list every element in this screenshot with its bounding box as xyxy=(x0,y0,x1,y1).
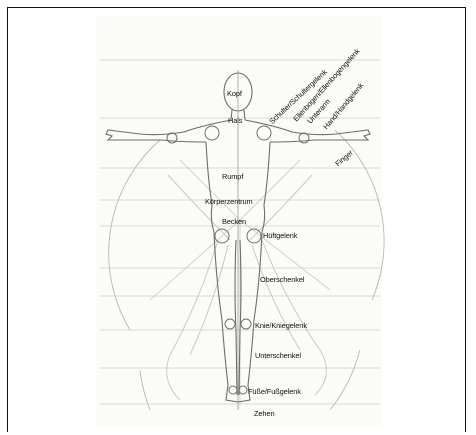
label-hueftgelenk: Hüftgelenk xyxy=(263,232,297,239)
label-becken: Becken xyxy=(222,218,246,225)
label-knie: Knie/Kniegelenk xyxy=(255,322,307,329)
ghost-figure xyxy=(167,175,327,400)
label-zehen: Zehen xyxy=(254,410,274,417)
label-rumpf: Rumpf xyxy=(222,173,243,180)
label-oberschenkel: Oberschenkel xyxy=(260,276,304,283)
label-hals: Hals xyxy=(228,117,242,124)
label-koerperzentrum: Körperzentrum xyxy=(205,198,253,205)
label-kopf: Kopf xyxy=(227,90,242,97)
label-fuesse: Füße/Fußgelenk xyxy=(248,388,301,395)
label-unterschenkel: Unterschenkel xyxy=(255,352,301,359)
